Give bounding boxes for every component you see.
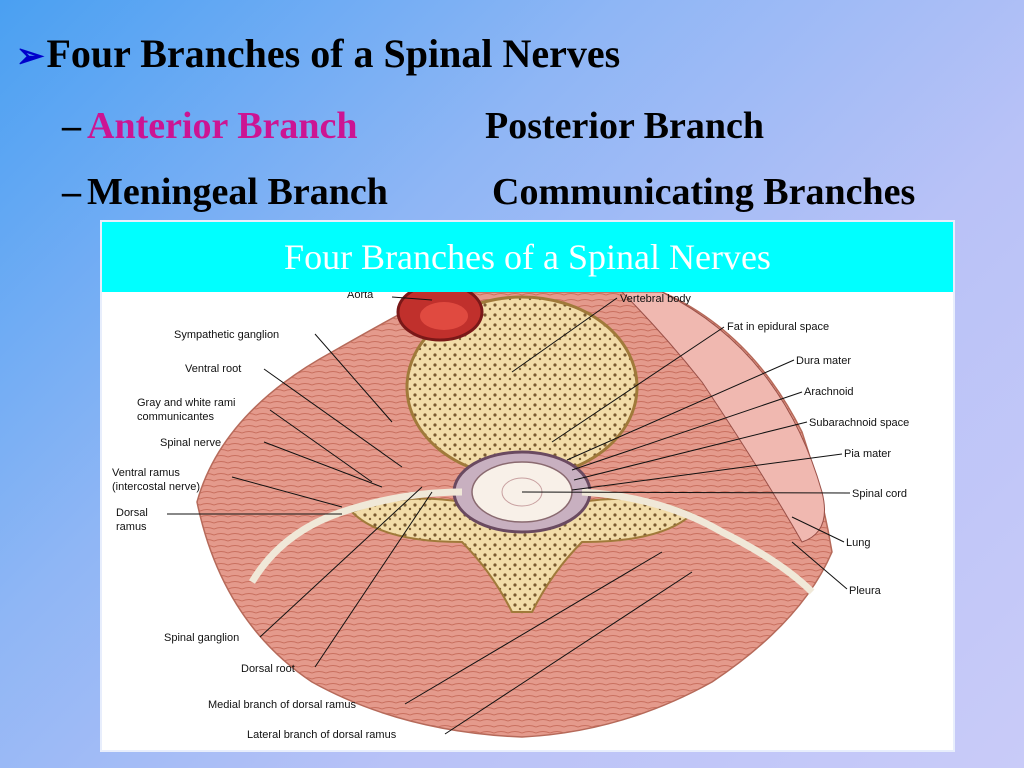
figure-header: Four Branches of a Spinal Nerves: [102, 222, 953, 292]
bullet-anterior-branch: Anterior Branch: [87, 105, 358, 147]
label-fat-epidural: Fat in epidural space: [727, 321, 829, 333]
label-aorta: Aorta: [347, 292, 374, 301]
bullet-posterior-branch: Posterior Branch: [485, 105, 764, 147]
slide-title: ➢Four Branches of a Spinal Nerves: [16, 30, 620, 77]
label-pleura: Pleura: [849, 585, 882, 597]
label-lung: Lung: [846, 537, 870, 549]
label-ventral-root: Ventral root: [185, 363, 241, 375]
label-dura-mater: Dura mater: [796, 355, 851, 367]
lung-region: [621, 292, 825, 543]
label-arachnoid: Arachnoid: [804, 386, 854, 398]
label-subarachnoid: Subarachnoid space: [809, 417, 909, 429]
bullet-row-1: –Anterior Branch Posterior Branch: [62, 104, 764, 148]
anatomy-figure: Four Branches of a Spinal Nerves: [100, 220, 955, 752]
label-sympathetic-ganglion: Sympathetic ganglion: [174, 329, 279, 341]
dash-icon: –: [62, 105, 81, 147]
label-gray-white-rami-1: Gray and white rami: [137, 397, 235, 409]
label-spinal-ganglion: Spinal ganglion: [164, 632, 239, 644]
label-dorsal-ramus-2: ramus: [116, 521, 147, 533]
bullet-meningeal-branch: Meningeal Branch: [87, 171, 388, 213]
dash-icon: –: [62, 171, 81, 213]
slide-title-text: Four Branches of a Spinal Nerves: [46, 31, 621, 76]
label-spinal-nerve: Spinal nerve: [160, 437, 221, 449]
label-dorsal-root: Dorsal root: [241, 663, 295, 675]
bullet-row-2: –Meningeal Branch Communicating Branches: [62, 170, 915, 214]
bullet-communicating-branches: Communicating Branches: [492, 171, 916, 213]
label-pia-mater: Pia mater: [844, 448, 891, 460]
label-gray-white-rami-2: communicantes: [137, 411, 215, 423]
spinal-cross-section-illustration: Aorta Vertebral body Fat in epidural spa…: [112, 292, 909, 741]
arrow-bullet-icon: ➢: [16, 38, 45, 75]
label-vertebral-body: Vertebral body: [620, 293, 691, 305]
label-lateral-branch: Lateral branch of dorsal ramus: [247, 729, 397, 741]
label-spinal-cord: Spinal cord: [852, 488, 907, 500]
label-dorsal-ramus-1: Dorsal: [116, 507, 148, 519]
label-medial-branch: Medial branch of dorsal ramus: [208, 699, 356, 711]
right-spinal-nerve: [581, 488, 815, 595]
aorta-lumen: [420, 302, 468, 330]
left-spinal-nerve: [248, 488, 463, 584]
label-ventral-ramus-1: Ventral ramus: [112, 467, 180, 479]
label-ventral-ramus-2: (intercostal nerve): [112, 481, 200, 493]
